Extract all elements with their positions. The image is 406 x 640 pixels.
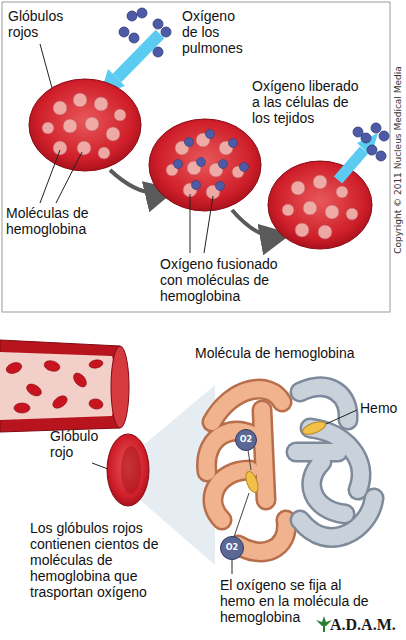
- leader-line: [326, 410, 357, 424]
- part-label: Oxígeno fusionado con moléculas de hemog…: [160, 256, 290, 304]
- leader-line: [232, 559, 233, 574]
- hemoglobin-molecule: [207, 387, 374, 552]
- heme-group: [244, 470, 261, 494]
- part-label: Glóbulo rojo: [50, 428, 110, 460]
- bond-line: [234, 493, 249, 537]
- note-text: Los glóbulos rojos contienen cientos de …: [30, 520, 170, 600]
- copyright-note: Copyright © 2011 Nucleus Medical Media: [393, 66, 404, 254]
- red-blood-cell: [149, 119, 261, 211]
- bond-line: [248, 450, 251, 470]
- blood-vessel: [0, 340, 129, 432]
- red-blood-cell: [29, 79, 141, 171]
- oxygen-molecules: [353, 123, 389, 161]
- oxygen-circle: O2: [220, 536, 244, 560]
- part-label: Oxígeno de los pulmones: [182, 8, 254, 56]
- oxygen-symbol: O2: [235, 429, 257, 451]
- logo-text: A.D.A.M.: [330, 616, 396, 634]
- part-label: Glóbulos rojos: [8, 8, 88, 40]
- leader-line: [92, 463, 108, 469]
- part-label: Oxígeno liberado a las células de los te…: [252, 78, 368, 126]
- figure-heading: Molécula de hemoglobina: [195, 345, 375, 361]
- outflow-arrow: [338, 150, 364, 180]
- oxygen-circle: O2: [235, 429, 257, 451]
- oxygen-symbol: O2: [220, 536, 244, 560]
- part-label: Hemo: [360, 400, 402, 416]
- part-label: Moléculas de hemoglobina: [6, 205, 106, 237]
- heme-group: [301, 419, 327, 437]
- panel-frame: [2, 2, 390, 312]
- red-blood-cell: [268, 161, 372, 249]
- inflow-arrow: [117, 34, 160, 78]
- red-blood-cell: [107, 434, 149, 506]
- cell-dimple: [121, 446, 141, 494]
- logo-icon: [316, 616, 332, 632]
